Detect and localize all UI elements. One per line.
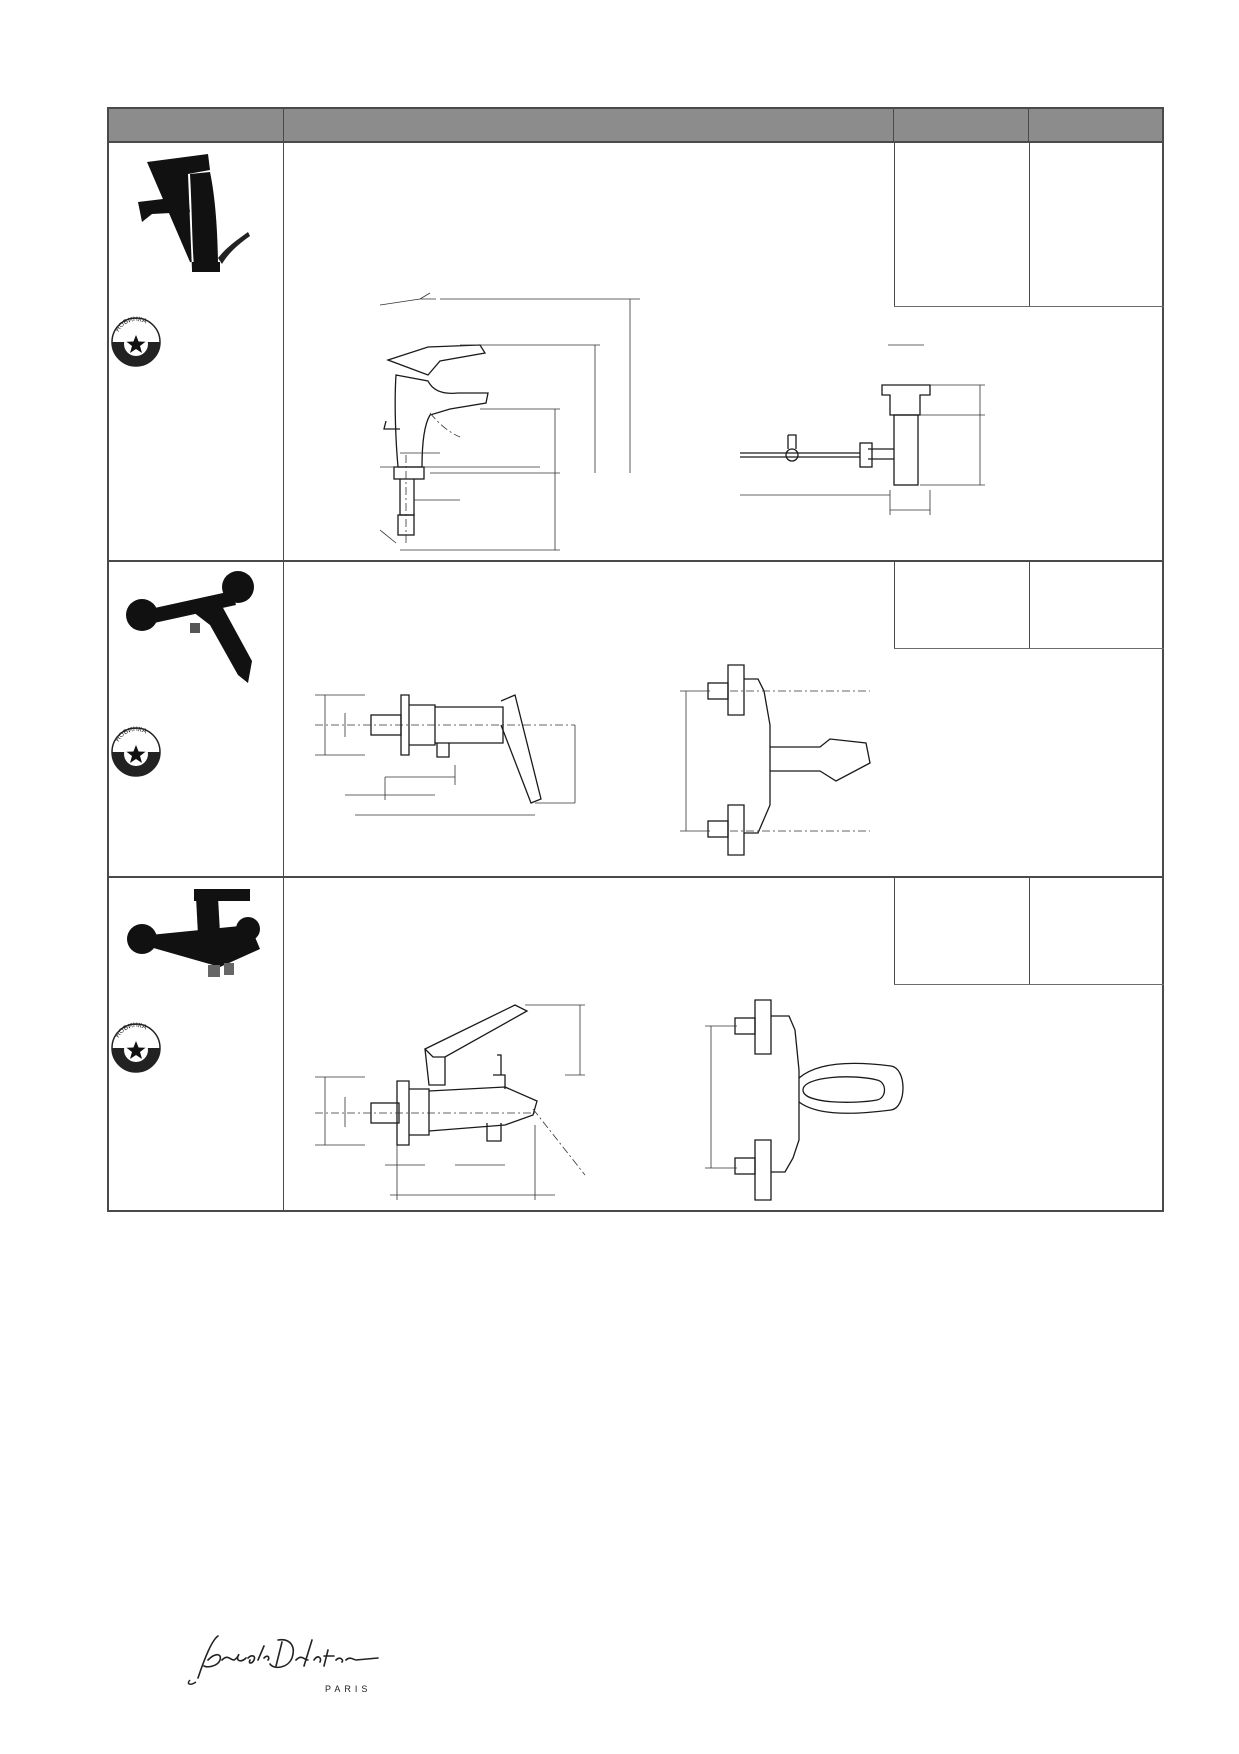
logo-city: PARIS (325, 1684, 372, 1694)
basin-mixer-drawing (379, 292, 640, 551)
code-cell-bottom (894, 984, 1164, 985)
shower-mixer-front-drawing (680, 664, 871, 856)
code-cell-border (894, 143, 895, 306)
header-cell-description (284, 109, 894, 141)
signature-logo (187, 1635, 379, 1685)
code-cell-bottom (894, 306, 1164, 307)
brand-logo: PARIS (178, 1630, 388, 1710)
table-header (109, 109, 1162, 143)
row-divider (109, 560, 1164, 562)
bath-mixer-photo (127, 889, 260, 977)
new-product-badge: НОВИНКА (111, 726, 161, 777)
new-product-badge: НОВИНКА (111, 316, 161, 367)
header-cell-price (1029, 109, 1164, 141)
pop-up-waste-drawing (740, 344, 985, 515)
bath-mixer-front-drawing (705, 999, 904, 1201)
header-cell-code (894, 109, 1029, 141)
code-cell-border (894, 562, 895, 648)
header-cell-photo (109, 109, 284, 141)
shower-mixer-photo (126, 571, 254, 683)
code-cell-border (894, 878, 895, 984)
catalog-table (107, 107, 1164, 1212)
column-divider (283, 143, 284, 1212)
basin-mixer-photo (138, 154, 250, 272)
row-divider (109, 876, 1164, 878)
price-cell-border (1029, 143, 1030, 306)
new-product-badge: НОВИНКА (111, 1022, 161, 1073)
bath-mixer-side-drawing (315, 1004, 586, 1200)
shower-mixer-side-drawing (315, 694, 576, 816)
code-cell-bottom (894, 648, 1164, 649)
price-cell-border (1029, 878, 1030, 984)
price-cell-border (1029, 562, 1030, 648)
